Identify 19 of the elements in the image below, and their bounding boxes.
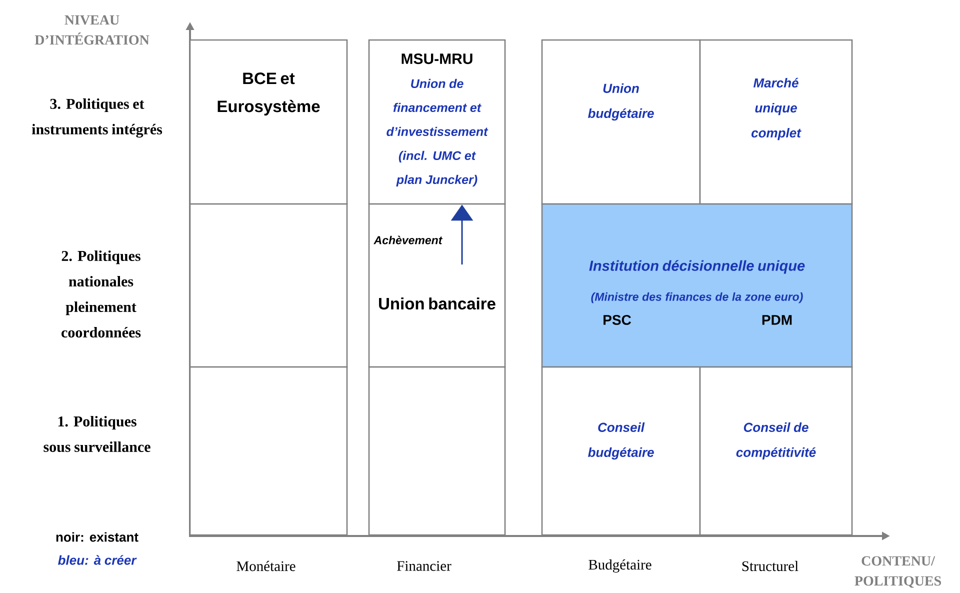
column-label: Monétaire xyxy=(236,560,296,572)
grid-cell: MSU-MRU Union de financement et d’investissement (incl. UMC et plan Juncker) xyxy=(368,39,506,205)
column-label: Structurel xyxy=(742,560,798,572)
column-label: Budgétaire xyxy=(588,559,652,573)
grid-cell: Conseil budgétaire xyxy=(541,366,701,536)
row-label: 1. Politiques sous surveillance xyxy=(44,416,150,452)
legend-text: bleu: à créer xyxy=(58,555,137,565)
grid-cell: Union budgétaire xyxy=(541,39,701,205)
column-label: Financier xyxy=(397,561,452,571)
axis-title: NIVEAU D’INTÉGRATION xyxy=(34,15,150,45)
row-label: 3. Politiques et instruments intégrés xyxy=(32,98,162,138)
edge-label: Achèvement xyxy=(372,234,444,246)
grid-cell: BCE et Eurosystème xyxy=(189,39,348,205)
legend-text: noir: existant xyxy=(56,532,138,542)
axis-title: CONTENU/ POLITIQUES xyxy=(854,556,941,588)
highlighted-cell: Institution décisionnelle unique (Ministre des finances de la zone euro) PSC PDM xyxy=(541,203,853,368)
row-label: 2. Politiques nationales pleinement coordonnées xyxy=(62,250,141,338)
grid-cell: Marché unique complet xyxy=(699,39,853,205)
grid-cell: Conseil de compétitivité xyxy=(699,366,853,536)
